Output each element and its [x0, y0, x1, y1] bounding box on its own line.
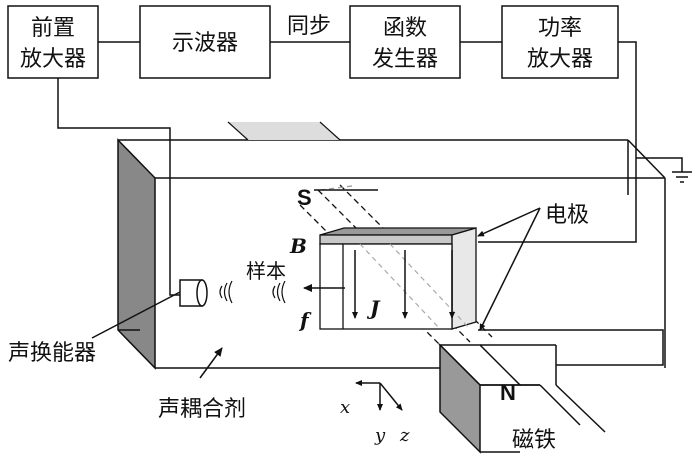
poweramp-label-2: 放大器 — [527, 47, 593, 72]
return-wire — [478, 329, 664, 366]
oscilloscope-label: 示波器 — [172, 31, 238, 56]
function-generator-box: 函数 发生器 — [349, 5, 461, 79]
magnet-label: 磁铁 — [512, 428, 556, 453]
electrode-pointers — [477, 207, 541, 331]
transducer-icon — [179, 279, 208, 307]
force-symbol: f — [298, 308, 312, 332]
preamp-label-2: 放大器 — [20, 47, 86, 72]
magnetic-field-lines — [299, 184, 493, 356]
transducer-label: 声换能器 — [8, 341, 96, 366]
north-pole-label: N — [500, 380, 516, 405]
transducer-pointer — [91, 291, 181, 339]
south-pole-label: S — [297, 185, 312, 210]
poweramp-label-1: 功率 — [538, 16, 582, 41]
oscilloscope-box: 示波器 — [139, 5, 271, 79]
tank — [117, 121, 666, 370]
current-arrows — [352, 250, 455, 319]
axes-icon — [355, 380, 403, 411]
axis-x-label: x — [340, 397, 350, 418]
axis-y-label: y — [374, 425, 386, 446]
funcgen-label-2: 发生器 — [372, 47, 438, 72]
field-lines-through-sample — [359, 243, 471, 330]
electrode-label: 电极 — [545, 203, 589, 228]
axis-z-label: z — [399, 425, 410, 446]
funcgen-label-1: 函数 — [383, 16, 427, 41]
magnetic-field-symbol: B — [289, 234, 307, 258]
preamp-box: 前置 放大器 — [7, 5, 99, 79]
power-amp-box: 功率 放大器 — [501, 5, 619, 79]
sample-label: 样本 — [246, 259, 286, 283]
current-density-symbol: J — [366, 296, 381, 320]
ground-icon — [672, 171, 692, 183]
sync-label: 同步 — [287, 14, 331, 39]
magnet — [438, 343, 606, 454]
sound-wave-icon — [219, 280, 286, 304]
ground-wire — [636, 157, 683, 172]
couplant-pointer — [199, 347, 223, 379]
preamp-label-1: 前置 — [31, 16, 75, 41]
poweramp-wire — [478, 41, 637, 243]
couplant-label: 声耦合剂 — [158, 397, 246, 422]
